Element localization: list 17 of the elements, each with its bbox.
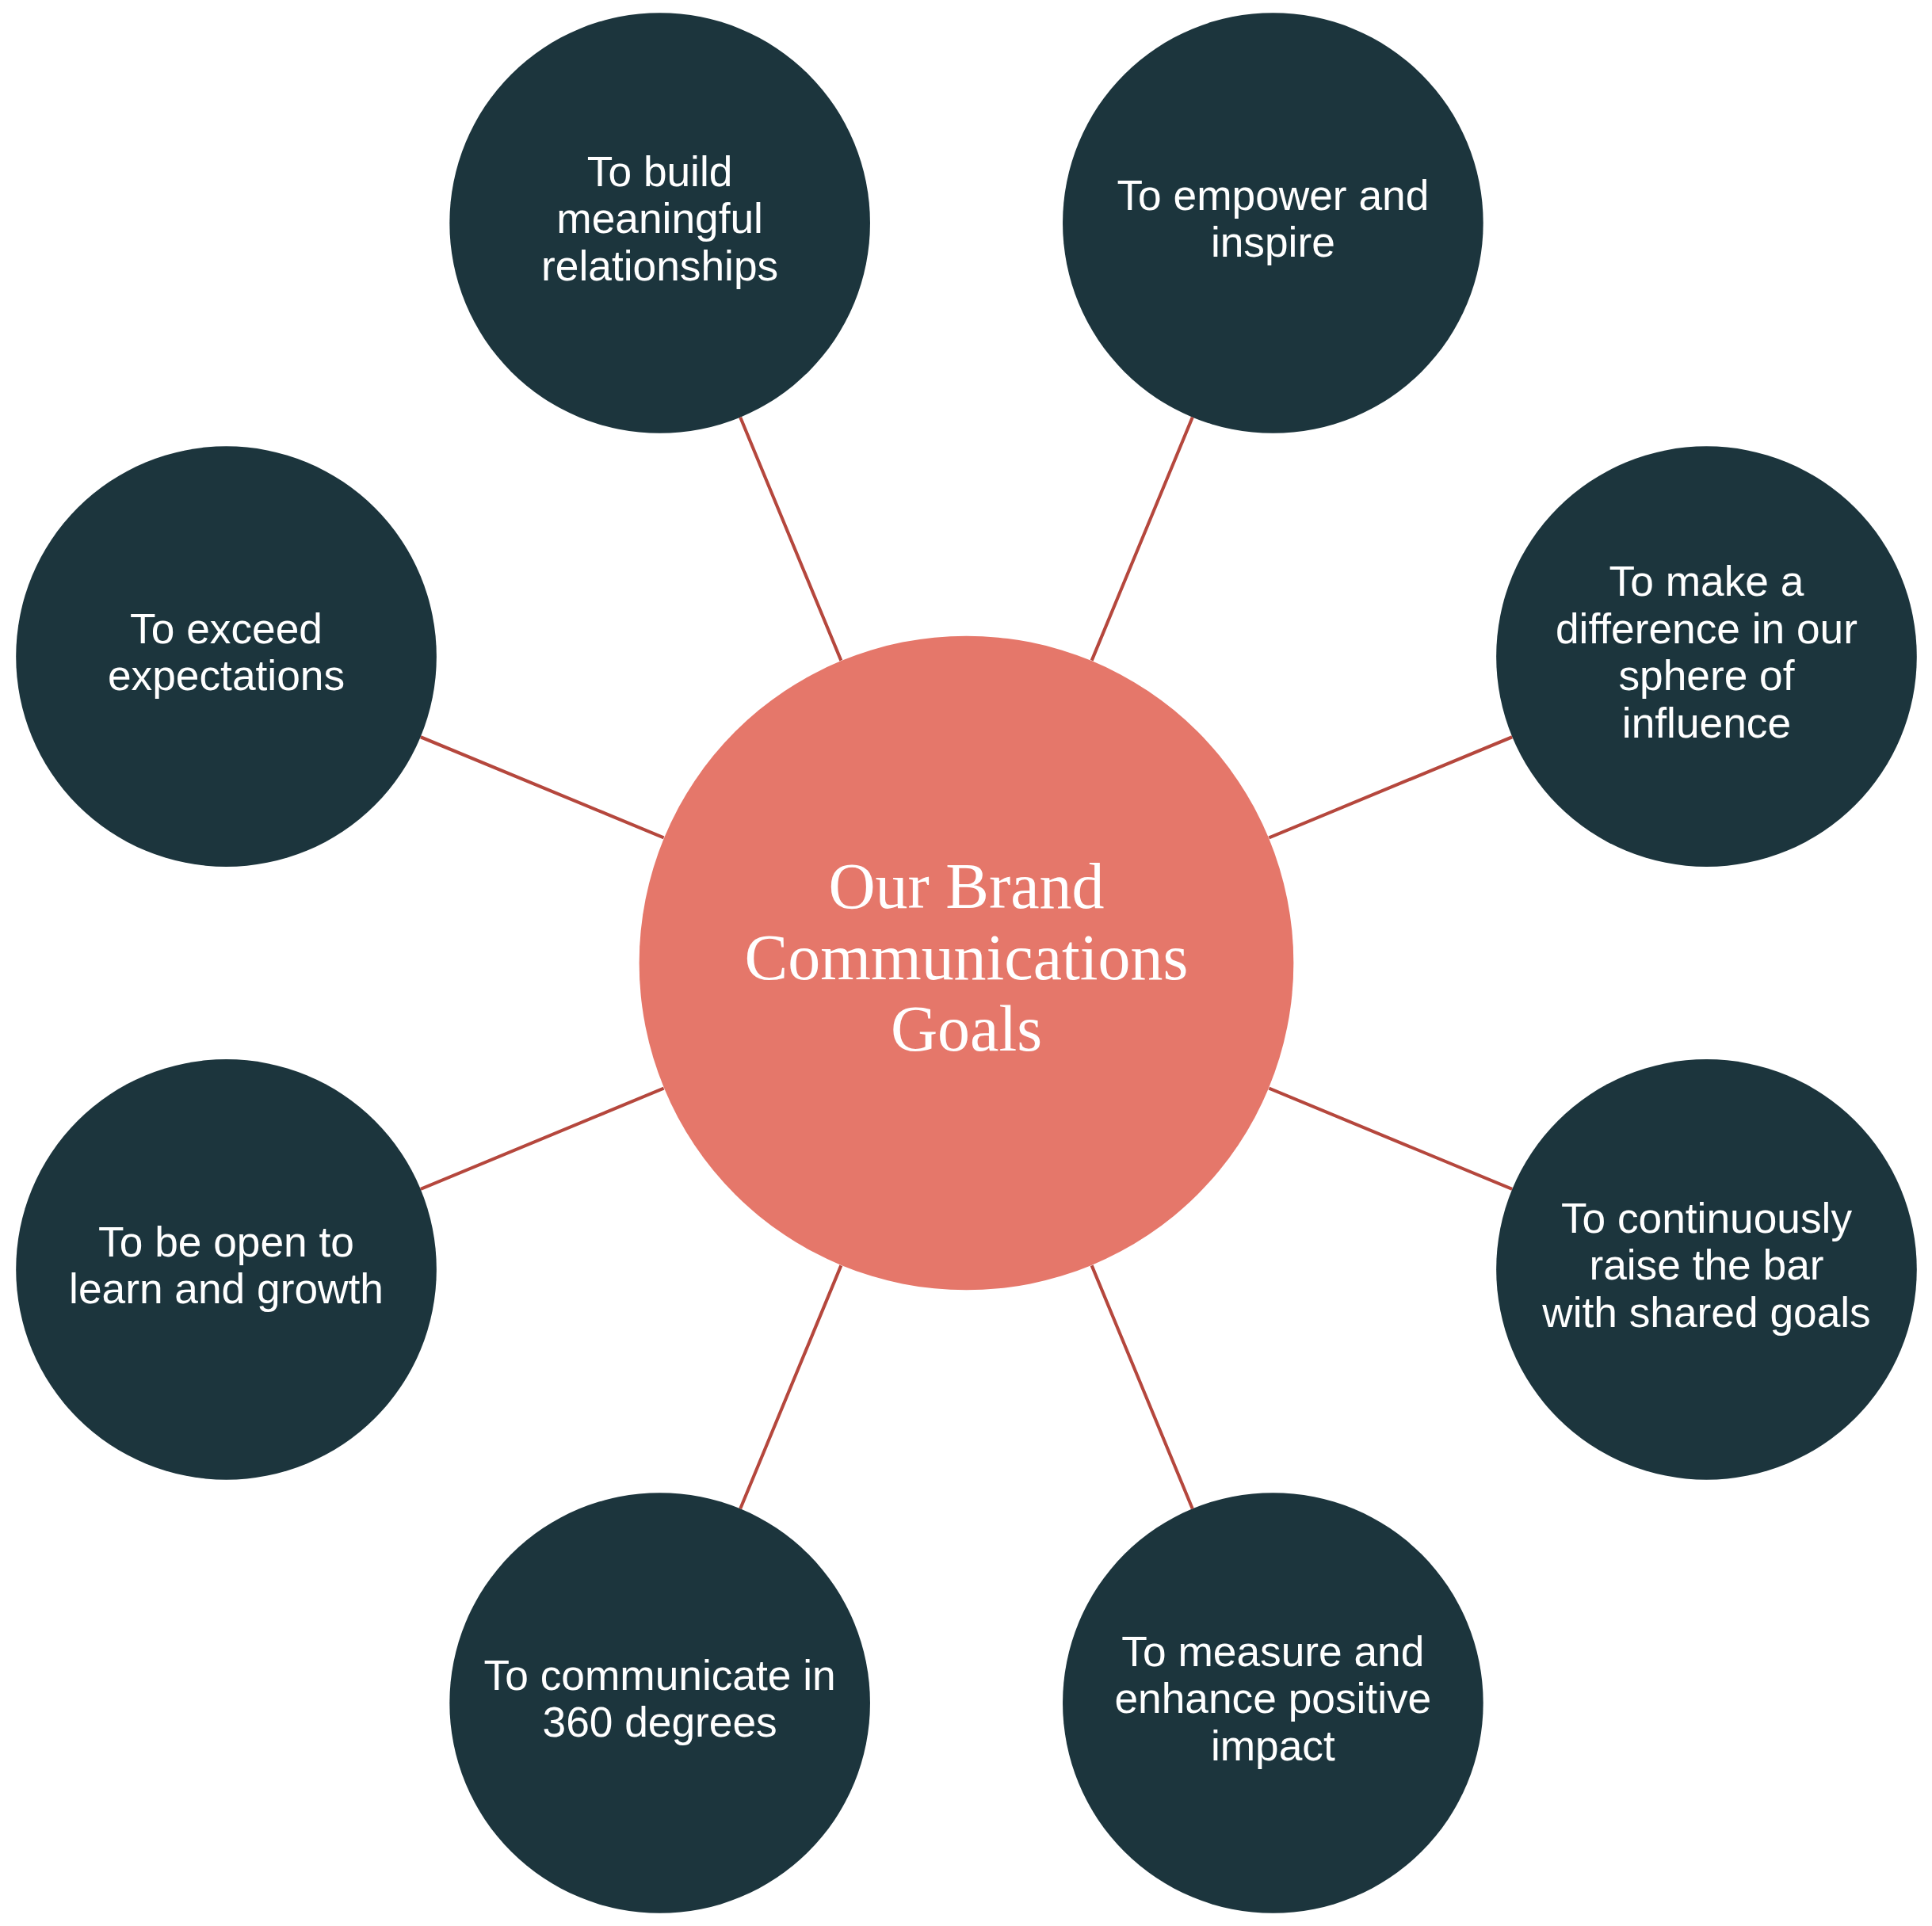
node-circle: To continuously raise the bar with shared goals — [1495, 1059, 1917, 1480]
connector — [1268, 1086, 1513, 1191]
connector — [419, 1086, 664, 1191]
connector — [738, 1264, 842, 1509]
connector — [1268, 735, 1513, 840]
node-circle: To be open to learn and growth — [15, 1059, 437, 1480]
node-circle: To exceed expectations — [15, 446, 437, 867]
connector — [419, 735, 664, 840]
node-circle: To build meaningful relationships — [449, 13, 870, 433]
node-circle: To communicate in 360 degrees — [449, 1493, 870, 1913]
node-circle: To measure and enhance positive impact — [1062, 1493, 1483, 1913]
node-circle: To make a difference in our sphere of influence — [1495, 446, 1917, 867]
node-circle: Our Brand Communications Goals — [639, 635, 1293, 1291]
connector — [1090, 1264, 1194, 1509]
node-circle: To empower and inspire — [1062, 13, 1483, 433]
connector — [738, 417, 842, 662]
connector — [1090, 417, 1194, 662]
